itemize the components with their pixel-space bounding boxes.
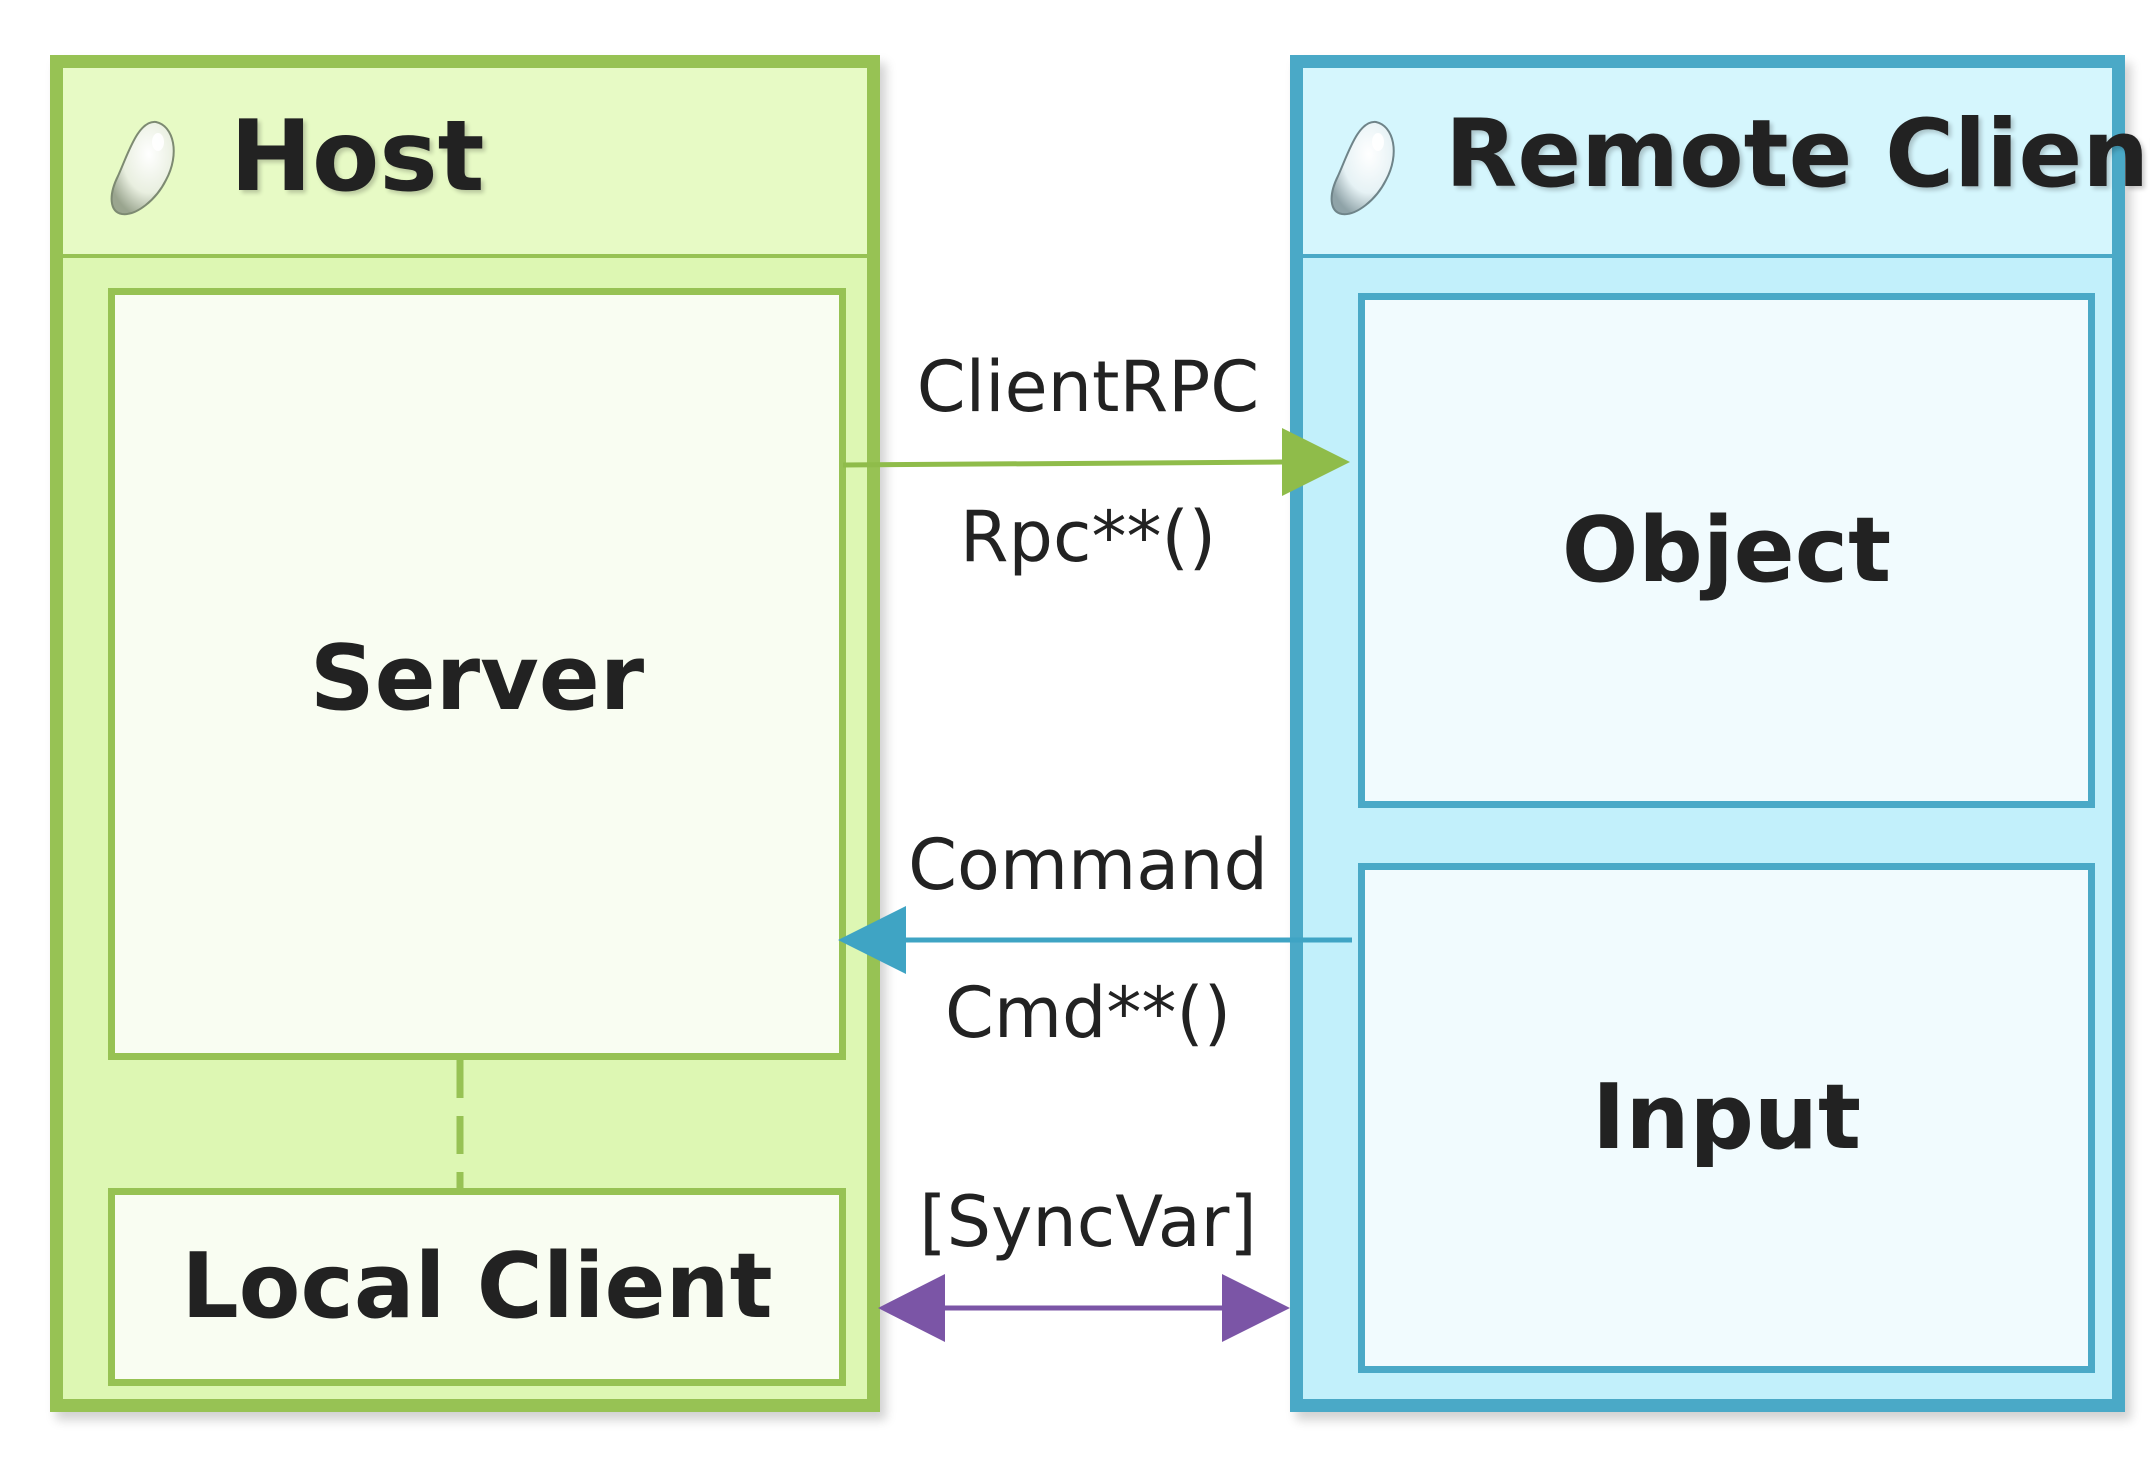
server-label: Server (309, 626, 645, 731)
client-rpc-arrow (842, 428, 1350, 496)
server-local-client-connector (456, 1060, 464, 1188)
host-header: Host (63, 68, 867, 258)
host-panel: Host Server Local Client (50, 55, 880, 1412)
server-box: Server (108, 288, 846, 1060)
water-drop-icon (1330, 120, 1395, 216)
syncvar-arrow (878, 1274, 1290, 1342)
client-rpc-label: ClientRPC (916, 346, 1260, 428)
local-client-box: Local Client (108, 1188, 846, 1386)
command-arrow (838, 906, 1352, 974)
local-client-label: Local Client (181, 1234, 773, 1339)
remote-client-header: Remote Client (1303, 68, 2150, 258)
remote-client-panel: Remote Client Object Input (1290, 55, 2150, 1412)
object-box: Object (1358, 293, 2095, 808)
remote-client-title: Remote Client (1445, 100, 2150, 209)
command-label: Command (908, 824, 1268, 906)
object-label: Object (1561, 497, 1892, 603)
input-label: Input (1591, 1065, 1862, 1170)
input-box: Input (1358, 863, 2095, 1373)
syncvar-label: [SyncVar] (919, 1181, 1257, 1263)
rpc-method-label: Rpc**() (959, 496, 1217, 578)
cmd-method-label: Cmd**() (944, 972, 1232, 1054)
host-title: Host (230, 100, 485, 214)
water-drop-icon (110, 120, 175, 216)
